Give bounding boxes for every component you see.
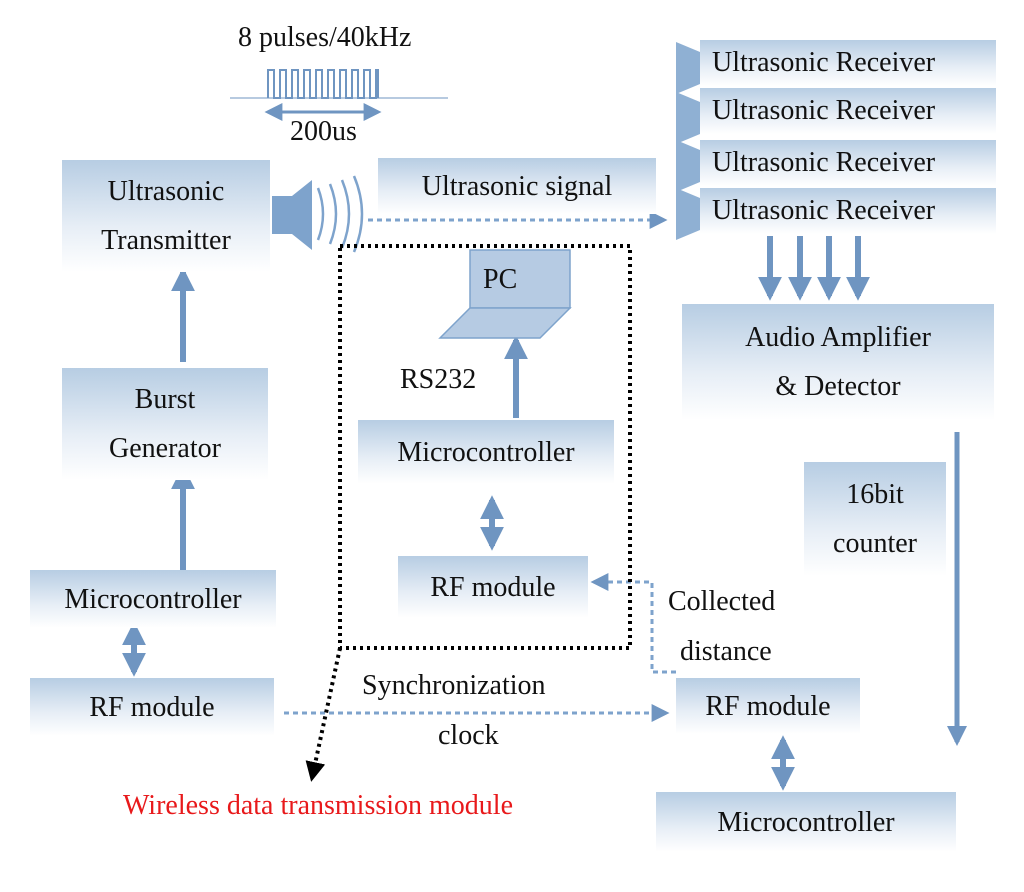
receiver-mics [676,42,700,240]
center-microcontroller-label: Microcontroller [397,436,575,468]
distance-label: distance [680,636,772,667]
amplifier-line1: Audio Amplifier [745,322,931,353]
wireless-module-caption: Wireless data transmission module [123,790,514,821]
receiver-box-2: Ultrasonic Receiver [700,88,996,134]
left-microcontroller-label: Microcontroller [64,583,242,615]
ultrasonic-signal-box: Ultrasonic signal [378,158,656,214]
rs232-label: RS232 [400,364,477,395]
collected-label: Collected [668,586,776,617]
right-rf-module-box: RF module [676,678,860,734]
right-microcontroller-label: Microcontroller [717,806,895,838]
sound-waves-icon [316,175,364,253]
receiver-box-3: Ultrasonic Receiver [700,140,996,186]
counter-line1: 16bit [846,479,904,510]
pulse-duration-label: 200us [290,116,357,147]
center-rf-module-box: RF module [398,556,588,618]
counter-line2: counter [833,528,917,559]
counter-box: 16bit counter [804,462,946,576]
burst-line2: Generator [109,433,221,464]
amplifier-line2: & Detector [775,371,901,402]
transmitter-line1: Ultrasonic [107,176,225,207]
pulse-label: 8 pulses/40kHz [238,22,412,53]
receiver-box-1: Ultrasonic Receiver [700,40,996,86]
left-rf-module-box: RF module [30,678,274,736]
receiver-label-1: Ultrasonic Receiver [712,47,936,78]
left-rf-module-label: RF module [89,691,215,723]
center-rf-module-label: RF module [430,571,556,603]
left-microcontroller-box: Microcontroller [30,570,276,628]
receiver-to-amplifier-arrows [758,236,870,301]
speaker-icon [272,180,312,250]
transmitter-line2: Transmitter [101,225,231,256]
collected-distance-arrow [590,573,676,674]
caption-pointer-arrow [305,647,342,782]
center-microcontroller-box: Microcontroller [358,420,614,484]
ultrasonic-signal-label: Ultrasonic signal [421,170,613,202]
receiver-label-3: Ultrasonic Receiver [712,147,936,178]
burst-line1: Burst [134,384,196,415]
receiver-label-2: Ultrasonic Receiver [712,95,936,126]
pulse-train [230,69,448,99]
sync-label: Synchronization [362,670,546,701]
pc-label: PC [483,264,518,295]
clock-label: clock [438,720,499,751]
right-microcontroller-box: Microcontroller [656,792,956,852]
receiver-box-4: Ultrasonic Receiver [700,188,996,234]
wireless-module-frame [338,244,632,650]
audio-amplifier-box: Audio Amplifier & Detector [682,304,994,420]
receiver-label-4: Ultrasonic Receiver [712,195,936,226]
laptop-icon [438,249,572,339]
right-rf-module-label: RF module [705,690,831,722]
